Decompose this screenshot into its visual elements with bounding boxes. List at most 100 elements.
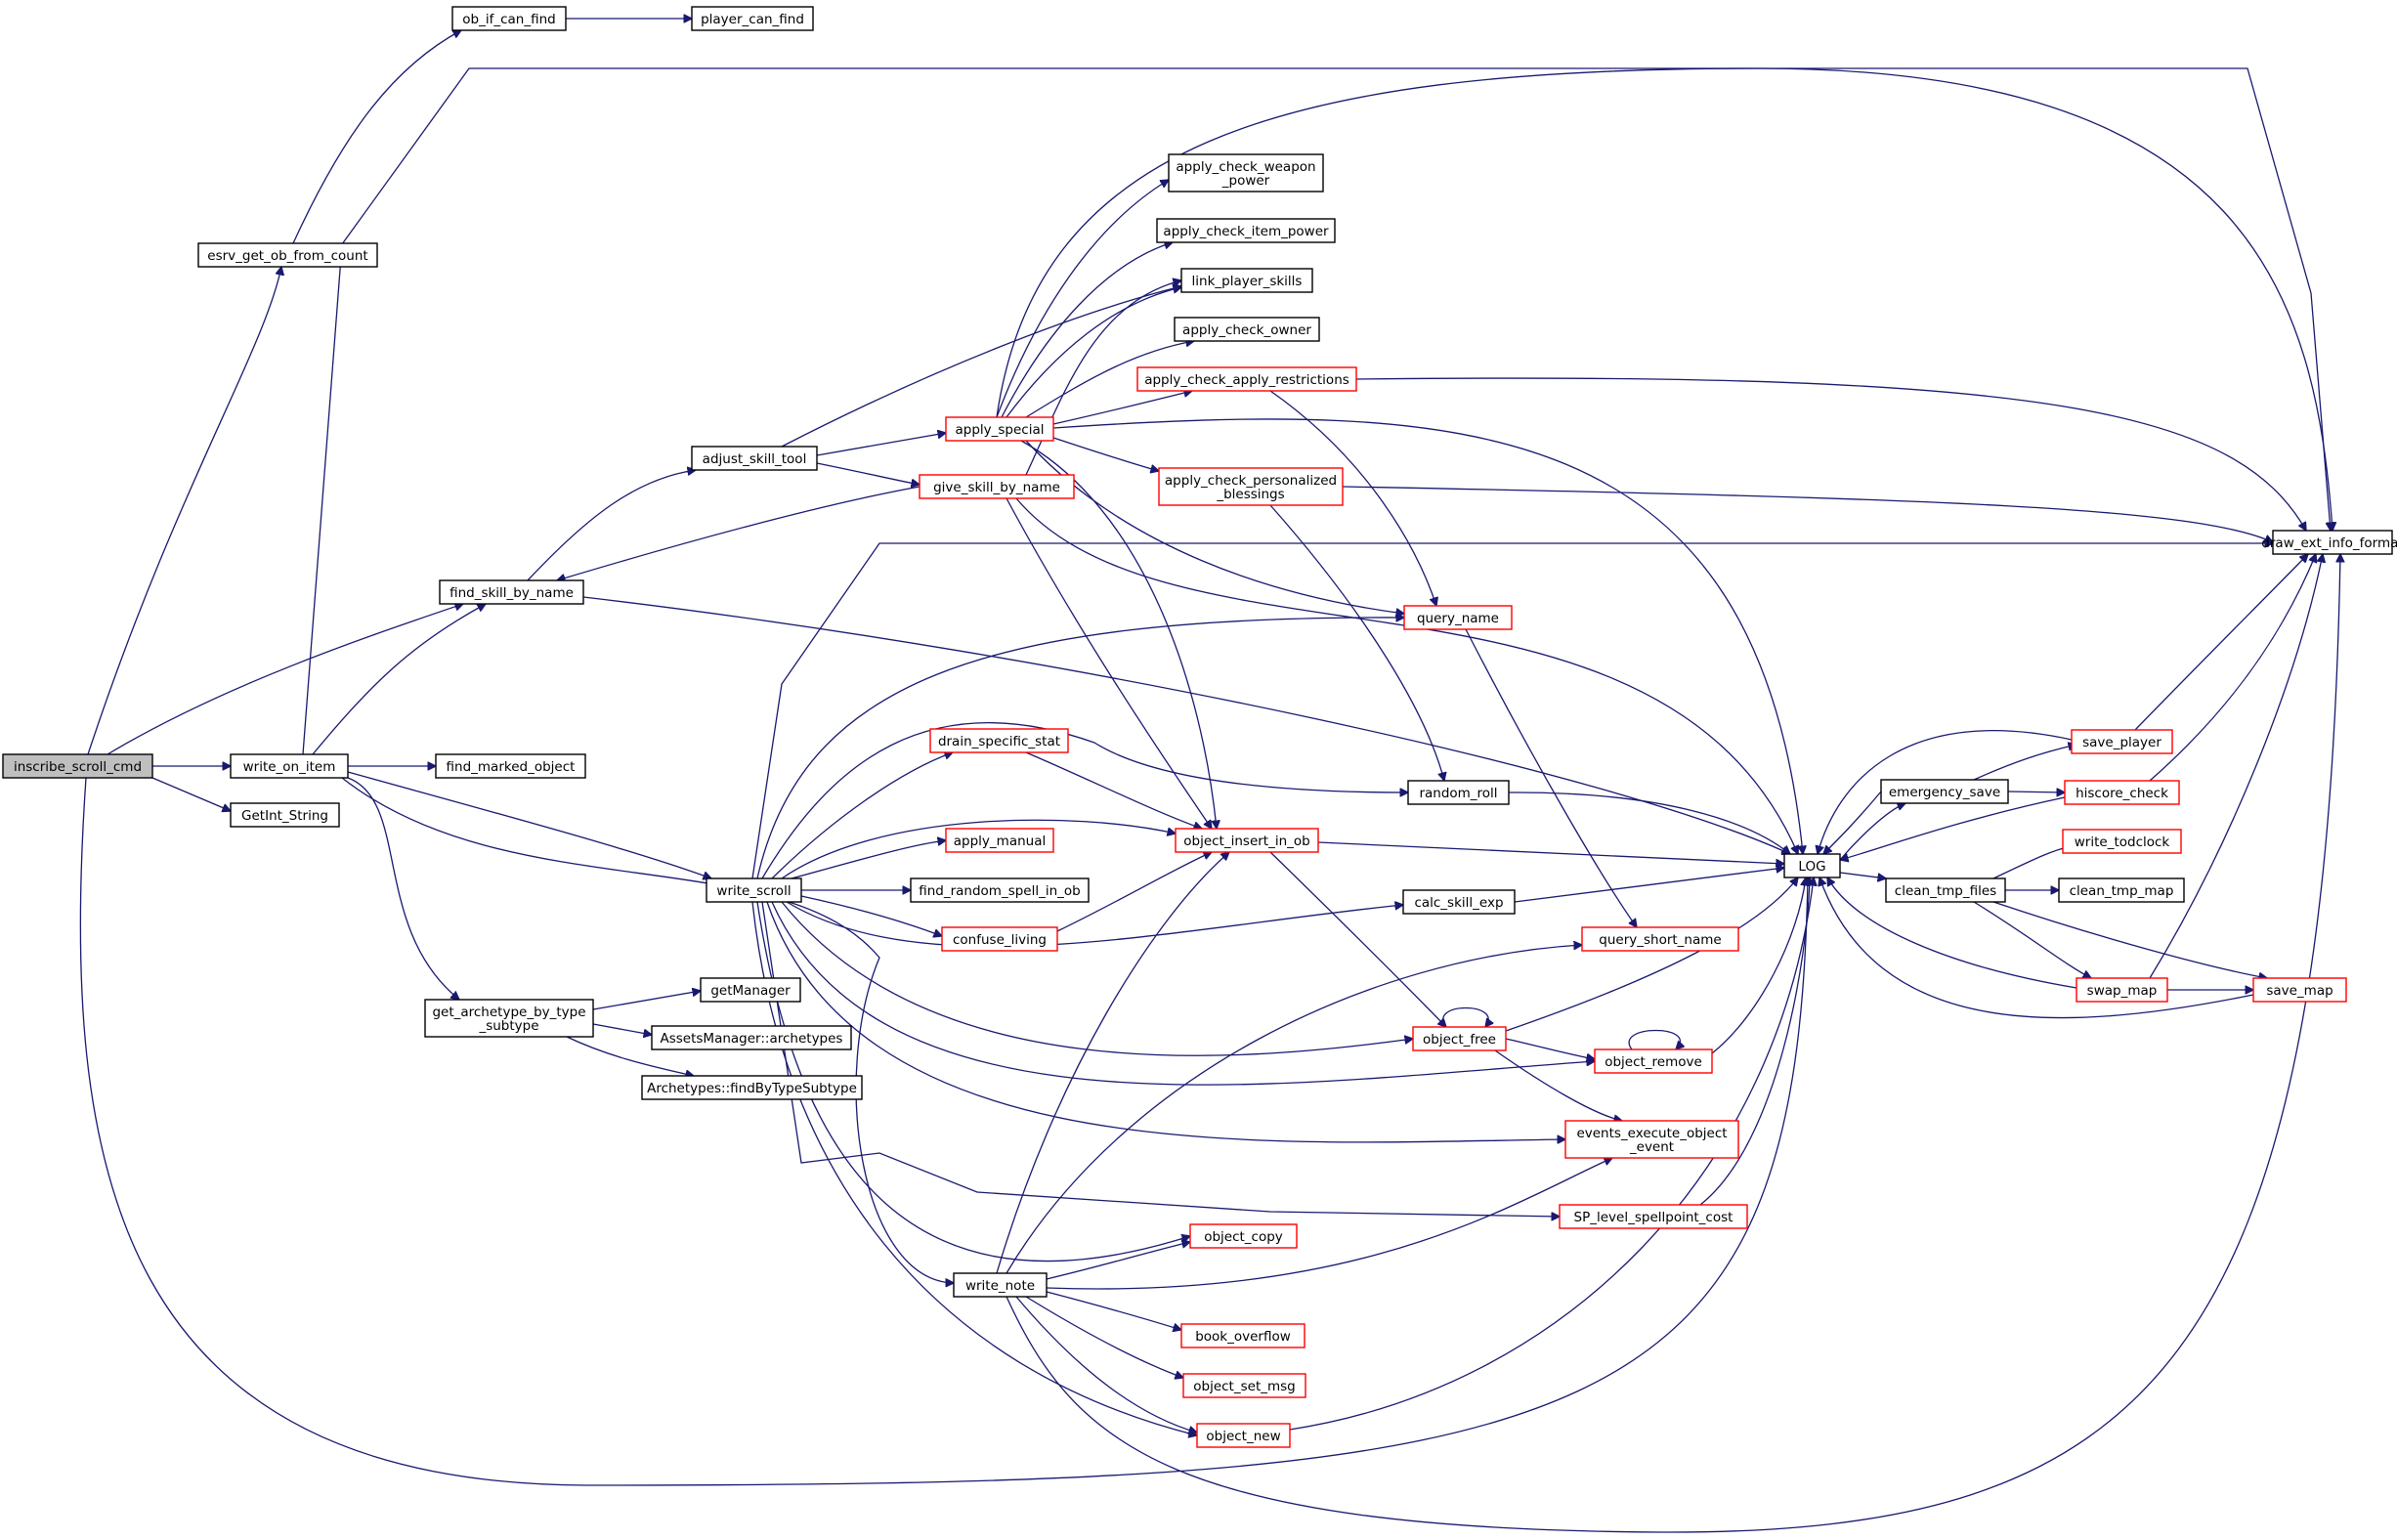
node-box (1880, 779, 2009, 804)
edge-line (1711, 877, 1806, 1054)
edge-emergency_save-to-hiscore_check (2007, 791, 2065, 792)
edge-line (761, 721, 1408, 879)
node-clean_tmp_map[interactable]: clean_tmp_map (2058, 877, 2185, 903)
node-label: random_roll (1419, 786, 1497, 801)
node-emergency_save[interactable]: emergency_save (1880, 779, 2009, 804)
edge-write_on_item-to-draw_ext_info_format (302, 67, 2331, 755)
edge-line (1514, 868, 1784, 903)
edge-line (1342, 486, 2273, 542)
edge-apply_check_apply_restrictions-to-draw_ext_info_format (1355, 377, 2306, 531)
edge-inscribe_scroll_cmd-to-esrv_get_ob_from_count (87, 267, 281, 755)
node-label: object_new (1206, 1429, 1280, 1444)
node-box (1158, 467, 1344, 506)
node-drain_specific_stat[interactable]: drain_specific_stat (929, 728, 1069, 753)
node-object_new[interactable]: object_new (1196, 1423, 1291, 1448)
edge-find_skill_by_name-to-LOG (582, 596, 1790, 854)
edge-get_archetype_by_type_subtype-to-AssetsManager_archetypes (592, 1023, 652, 1035)
node-object_copy[interactable]: object_copy (1189, 1223, 1298, 1249)
node-get_archetype_by_type_subtype[interactable]: get_archetype_by_type_subtype (424, 999, 594, 1038)
edge-line (1839, 803, 1905, 861)
node-apply_manual[interactable]: apply_manual (945, 828, 1054, 853)
node-hiscore_check[interactable]: hiscore_check (2064, 780, 2180, 805)
node-query_short_name[interactable]: query_short_name (1581, 926, 1739, 952)
node-label: link_player_skills (1192, 274, 1303, 289)
node-find_marked_object[interactable]: find_marked_object (435, 753, 586, 779)
node-apply_check_owner[interactable]: apply_check_owner (1174, 317, 1320, 342)
edge-SP_level_spellpoint_cost-to-LOG (1699, 877, 1810, 1206)
node-find_random_spell_in_ob[interactable]: find_random_spell_in_ob (910, 877, 1090, 903)
node-find_skill_by_name[interactable]: find_skill_by_name (439, 579, 584, 605)
node-random_roll[interactable]: random_roll (1407, 780, 1510, 805)
edge-write_scroll-to-apply_manual (791, 840, 946, 879)
node-write_note[interactable]: write_note (953, 1272, 1048, 1298)
node-box (910, 877, 1090, 903)
edge-line (781, 819, 1176, 879)
node-box (1156, 218, 1336, 243)
edge-line (1442, 1006, 1488, 1028)
edge-line (800, 895, 942, 936)
node-object_insert_in_ob[interactable]: object_insert_in_ob (1175, 828, 1319, 853)
edge-line (1289, 877, 1814, 1431)
node-save_player[interactable]: save_player (2071, 729, 2173, 754)
node-object_remove[interactable]: object_remove (1594, 1048, 1713, 1074)
edge-line (1046, 1158, 1612, 1290)
edge-line (1317, 841, 1784, 864)
node-apply_special[interactable]: apply_special (945, 416, 1054, 442)
node-label: write_note (965, 1278, 1035, 1294)
node-write_todclock[interactable]: write_todclock (2062, 829, 2182, 854)
node-box (439, 579, 584, 605)
edge-esrv_get_ob_from_count-to-ob_if_can_find (292, 30, 461, 244)
node-object_free[interactable]: object_free (1412, 1026, 1507, 1051)
node-adjust_skill_tool[interactable]: adjust_skill_tool (691, 446, 818, 471)
node-events_execute_object_event[interactable]: events_execute_object_event (1564, 1120, 1739, 1159)
node-SP_level_spellpoint_cost[interactable]: SP_level_spellpoint_cost (1559, 1204, 1748, 1229)
node-box (641, 1075, 863, 1100)
node-clean_tmp_files[interactable]: clean_tmp_files (1885, 877, 2006, 903)
edge-line (527, 470, 696, 581)
node-calc_skill_exp[interactable]: calc_skill_exp (1402, 889, 1516, 915)
node-object_set_msg[interactable]: object_set_msg (1182, 1373, 1306, 1398)
node-save_map[interactable]: save_map (2252, 977, 2347, 1003)
node-swap_map[interactable]: swap_map (2076, 977, 2168, 1003)
edge-clean_tmp_files-to-save_map (1992, 901, 2267, 978)
node-label: apply_check_owner (1182, 322, 1311, 338)
node-box (1564, 1120, 1739, 1159)
edge-apply_special-to-LOG (1052, 418, 1803, 854)
edge-line (781, 286, 1181, 448)
node-apply_check_weapon_power[interactable]: apply_check_weapon_power (1168, 153, 1324, 192)
node-give_skill_by_name[interactable]: give_skill_by_name (919, 474, 1075, 499)
node-link_player_skills[interactable]: link_player_skills (1180, 268, 1313, 293)
node-label: Archetypes::findByTypeSubtype (647, 1081, 857, 1096)
edge-apply_special-to-query_name (1025, 440, 1404, 614)
node-label: find_marked_object (447, 759, 576, 775)
node-player_can_find[interactable]: player_can_find (691, 6, 814, 31)
node-apply_check_personalized_blessings[interactable]: apply_check_personalized_blessings (1158, 467, 1344, 506)
node-Archetypes_findByTypeSubtype[interactable]: Archetypes::findByTypeSubtype (641, 1075, 863, 1100)
node-confuse_living[interactable]: confuse_living (941, 926, 1058, 952)
node-box (197, 242, 378, 268)
edge-line (1508, 791, 1790, 854)
node-AssetsManager_archetypes[interactable]: AssetsManager::archetypes (651, 1025, 852, 1050)
edge-apply_special-to-apply_check_item_power (1001, 242, 1173, 418)
node-GetInt_String[interactable]: GetInt_String (230, 802, 340, 828)
node-label: get_archetype_by_type (432, 1005, 585, 1020)
edge-write_scroll-to-calc_skill_exp (786, 902, 1403, 948)
node-getManager[interactable]: getManager (700, 977, 801, 1003)
node-draw_ext_info_format[interactable]: draw_ext_info_format (2261, 530, 2397, 555)
edge-emergency_save-to-LOG (1823, 791, 1882, 854)
node-ob_if_can_find[interactable]: ob_if_can_find (451, 6, 567, 31)
node-write_scroll[interactable]: write_scroll (706, 877, 802, 903)
node-label: write_todclock (2075, 834, 2170, 850)
node-apply_check_apply_restrictions[interactable]: apply_check_apply_restrictions (1136, 366, 1357, 392)
node-apply_check_item_power[interactable]: apply_check_item_power (1156, 218, 1336, 243)
node-label: confuse_living (953, 932, 1047, 948)
node-esrv_get_ob_from_count[interactable]: esrv_get_ob_from_count (197, 242, 378, 268)
edge-write_scroll-to-draw_ext_info_format (751, 543, 2273, 879)
edge-line (1052, 391, 1192, 425)
edge-get_archetype_by_type_subtype-to-Archetypes_findByTypeSubtype (566, 1036, 694, 1076)
node-LOG[interactable]: LOG (1783, 853, 1841, 878)
node-query_name[interactable]: query_name (1403, 605, 1513, 630)
node-box (929, 728, 1069, 753)
node-book_overflow[interactable]: book_overflow (1180, 1323, 1306, 1348)
node-write_on_item[interactable]: write_on_item (230, 753, 349, 779)
